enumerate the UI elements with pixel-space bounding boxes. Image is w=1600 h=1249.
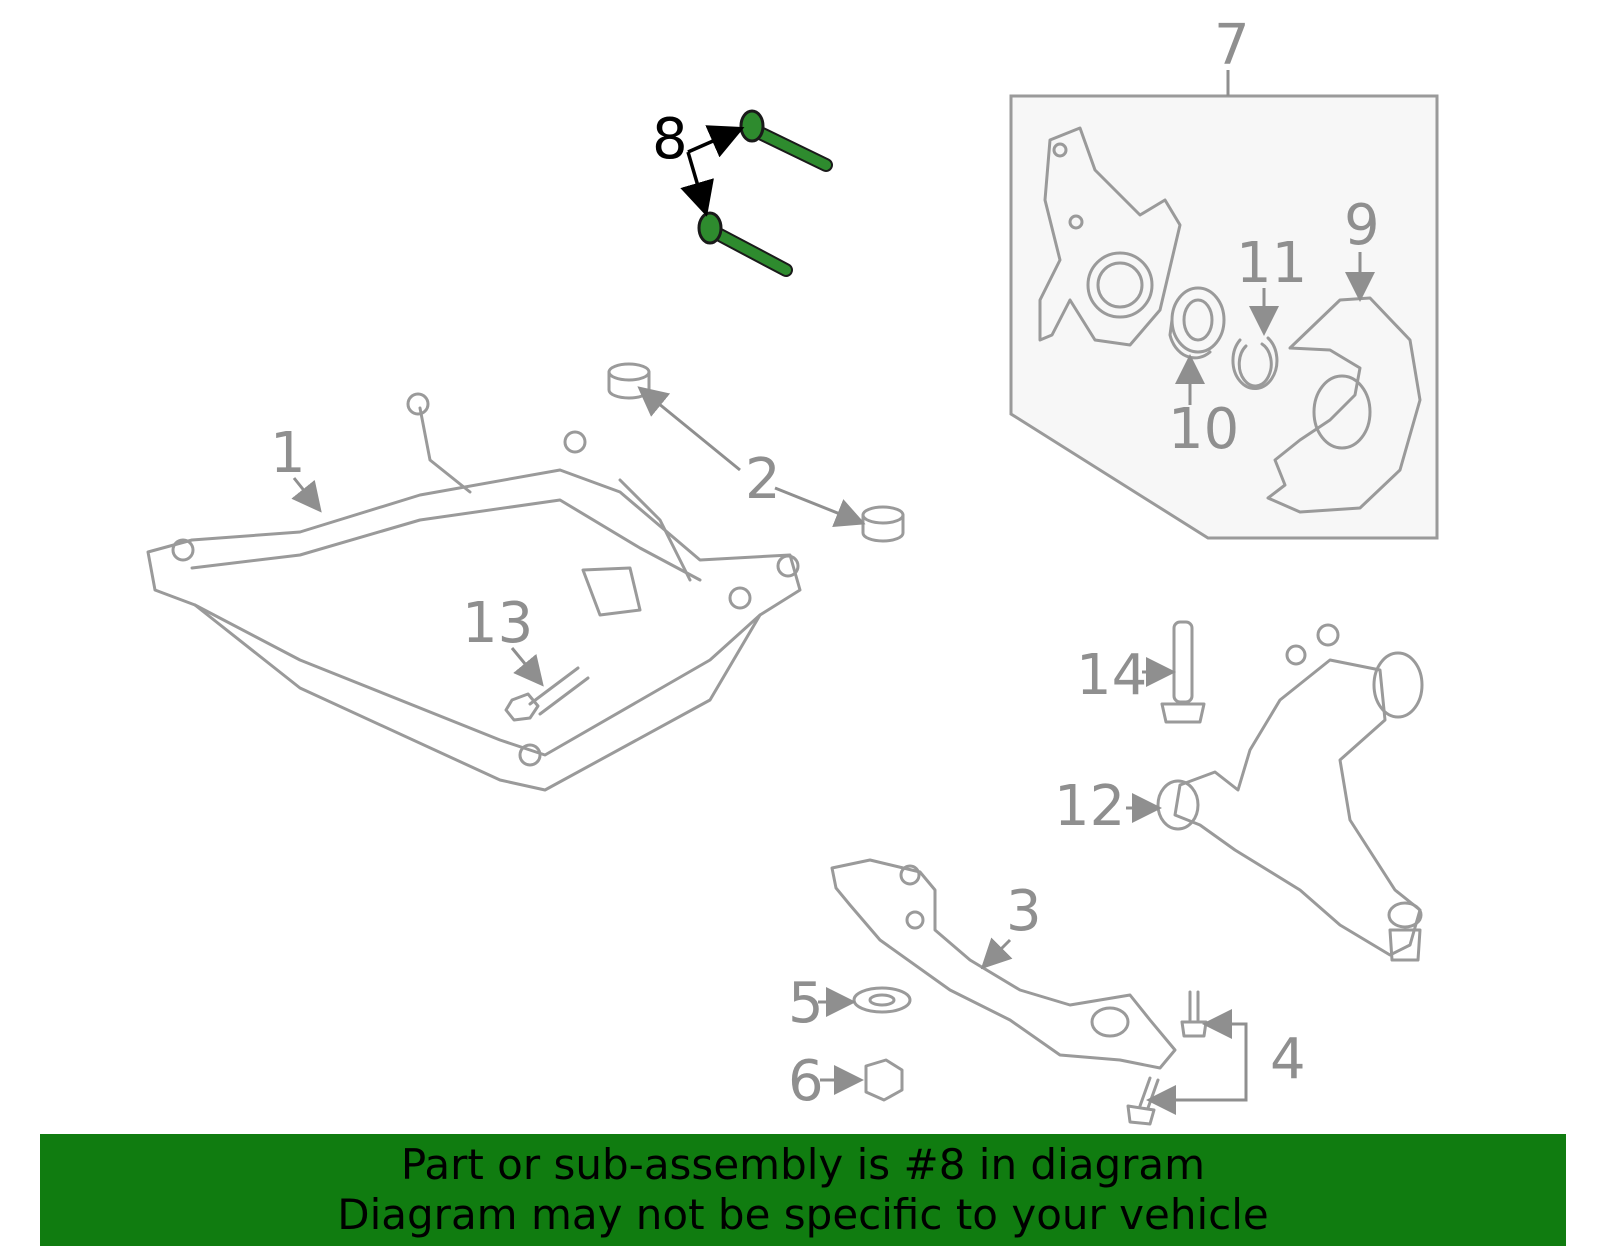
leader-8-upper [687,125,745,158]
callout-4: 4 [1270,1027,1306,1092]
part-3-brace[interactable] [830,858,1177,1070]
bolt-lower [697,211,793,277]
callout-14: 14 [1076,643,1147,708]
callout-6: 6 [788,1049,824,1114]
part-6-nut[interactable] [864,1058,904,1102]
banner-line-1: Part or sub-assembly is #8 in diagram [400,1140,1206,1189]
callout-1: 1 [270,421,306,486]
leader-4-upper [1202,1009,1248,1046]
part-13-bolt[interactable] [504,666,590,722]
bolt-upper [739,109,833,172]
leader-4 [1146,1046,1248,1115]
leader-2-upper [637,386,741,472]
callout-7: 7 [1214,13,1250,78]
callout-2: 2 [745,447,781,512]
leader-8-lower [680,151,714,217]
leader-2-lower [774,486,866,528]
leader-3 [980,937,1013,970]
part-1-subframe[interactable] [146,392,802,792]
info-banner: Part or sub-assembly is #8 in diagram Di… [40,1134,1566,1246]
callout-8: 8 [652,107,688,172]
leader-13 [510,647,544,687]
part-9-dust-shield[interactable] [1266,296,1422,514]
banner-line-2: Diagram may not be specific to your vehi… [337,1190,1269,1239]
leader-1 [291,477,322,513]
part-8-bolts[interactable] [697,109,833,277]
callout-12: 12 [1054,774,1125,839]
callout-13: 13 [462,591,533,656]
callout-9: 9 [1344,193,1380,258]
part-12-control-arm[interactable] [1156,623,1424,962]
part-11-snap-ring[interactable] [1231,336,1279,390]
callout-3: 3 [1006,879,1042,944]
part-5-washer[interactable] [852,986,912,1014]
part-7-knuckle[interactable] [1038,126,1182,347]
callout-10: 10 [1168,397,1239,462]
callout-11: 11 [1236,231,1307,296]
callout-5: 5 [788,971,824,1036]
